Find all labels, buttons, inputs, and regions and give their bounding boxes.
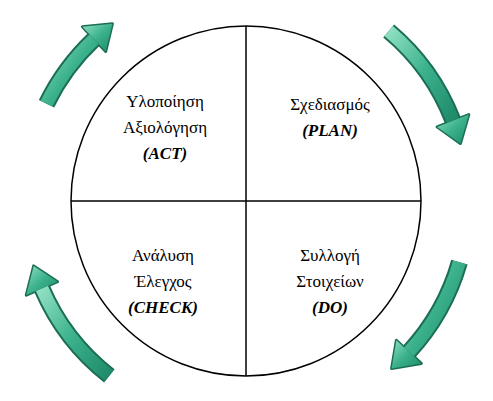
phase-code: (CHECK) <box>107 295 219 321</box>
arrow-head <box>26 266 57 295</box>
phase-quadrant: Ανάλυση Έλεγχος(CHECK) <box>71 201 246 376</box>
phase-label: Συλλογή Στοιχείων <box>274 243 386 295</box>
arrow-outline <box>409 262 460 352</box>
phase-code: (PLAN) <box>274 118 386 144</box>
arrow-body <box>409 262 460 352</box>
phase-quadrant: Υλοποίηση Αξιολόγηση(ACT) <box>71 26 246 201</box>
phase-quadrant: Συλλογή Στοιχείων(DO) <box>246 201 421 376</box>
phase-label: Ανάλυση Έλεγχος <box>107 243 219 295</box>
phase-text: Σχεδιασμός(PLAN) <box>274 92 386 144</box>
arrow-body <box>47 39 95 104</box>
phase-text: Συλλογή Στοιχείων(DO) <box>274 243 386 321</box>
arrow-body <box>42 288 109 376</box>
phase-text: Υλοποίηση Αξιολόγηση(ACT) <box>109 89 221 167</box>
arrow-head <box>392 340 422 368</box>
arrow-outline <box>47 39 95 104</box>
arrow-head <box>82 24 112 52</box>
cycle-arrow <box>392 262 460 368</box>
cycle-arrow <box>26 266 109 376</box>
arrow-outline <box>42 288 109 376</box>
cycle-arrow <box>389 31 469 144</box>
arrow-body <box>389 31 453 121</box>
arrow-outline <box>389 31 453 121</box>
phase-code: (ACT) <box>109 141 221 167</box>
circle-outline <box>71 26 421 376</box>
phase-label: Σχεδιασμός <box>274 92 386 118</box>
divider-line <box>71 200 421 202</box>
phase-code: (DO) <box>274 295 386 321</box>
phase-quadrant: Σχεδιασμός(PLAN) <box>246 26 421 201</box>
phase-label: Υλοποίηση Αξιολόγηση <box>109 89 221 141</box>
cycle-arrow <box>47 24 113 104</box>
phase-text: Ανάλυση Έλεγχος(CHECK) <box>107 243 219 321</box>
arrow-head <box>437 115 469 144</box>
